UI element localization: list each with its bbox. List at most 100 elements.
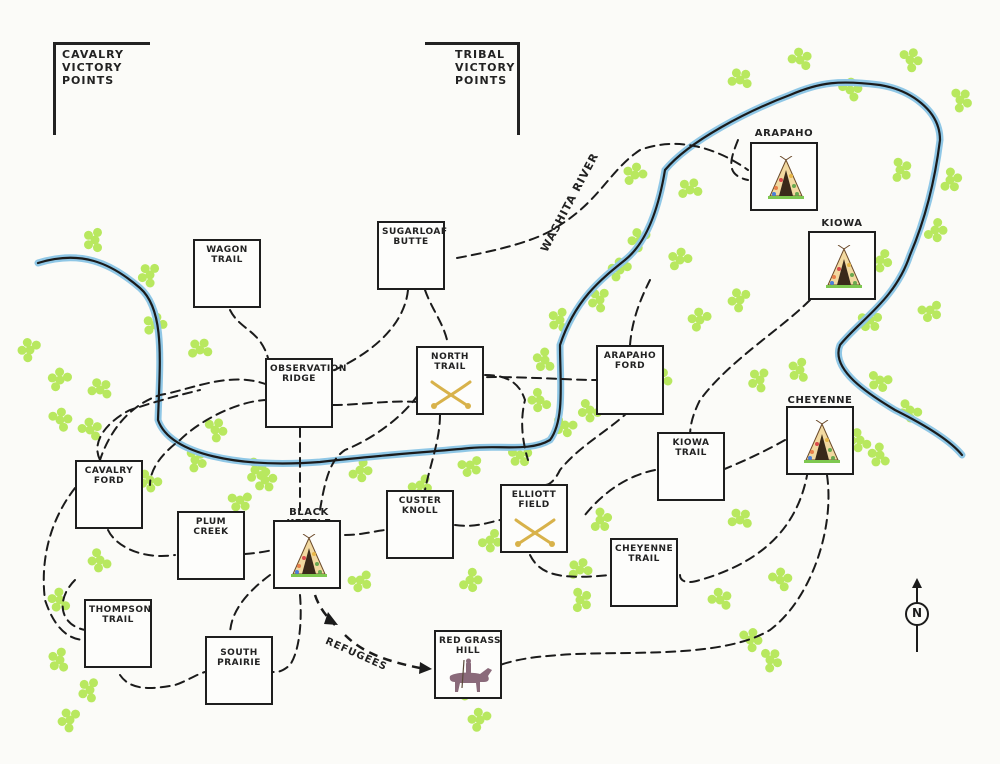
- location-sugarloaf-butte[interactable]: SUGARLOAF BUTTE: [377, 221, 447, 290]
- location-wagon-trail[interactable]: WAGON TRAIL: [193, 239, 261, 308]
- bush-dot: [742, 79, 752, 89]
- kiowa-title: KIOWA: [821, 218, 863, 229]
- bush-dot: [678, 189, 688, 198]
- tepee-icon: [768, 156, 804, 199]
- bush-dot: [880, 456, 890, 466]
- bush-dot: [204, 419, 214, 429]
- bush-dot: [55, 375, 65, 385]
- bush-dot: [57, 717, 67, 726]
- bush-dot: [195, 345, 205, 355]
- bush-dot: [61, 708, 71, 718]
- bush-dot: [735, 515, 745, 525]
- bush-dot: [575, 595, 585, 605]
- bush-dot: [732, 288, 741, 298]
- location-black-kettle[interactable]: [273, 520, 341, 589]
- bush-dot: [190, 339, 200, 349]
- location-cheyenne-trail[interactable]: CHEYENNE TRAIL: [610, 538, 678, 607]
- bush-dot: [542, 400, 552, 410]
- bush-dot: [795, 365, 805, 375]
- bush-dot: [727, 296, 737, 306]
- location-label: CHEYENNE TRAIL: [615, 544, 674, 564]
- bush-dot: [140, 264, 150, 274]
- bush-dot: [264, 482, 274, 492]
- bush-dot: [55, 367, 65, 377]
- bush-dot: [878, 383, 888, 392]
- location-arapaho[interactable]: [750, 142, 818, 211]
- bush-dot: [949, 182, 959, 192]
- location-plum-creek[interactable]: PLUM CREEK: [177, 511, 245, 580]
- location-south-prairie[interactable]: SOUTH PRAIRIE: [205, 636, 273, 705]
- bush-dot: [783, 573, 793, 583]
- bush-dot: [765, 655, 775, 665]
- bush-dot: [87, 556, 97, 566]
- tribal-vp-bracket: [425, 42, 520, 135]
- location-observation-ridge[interactable]: OBSERVATION RIDGE: [265, 358, 346, 428]
- location-thompson-trail[interactable]: THOMPSON TRAIL: [84, 599, 152, 668]
- bush-dot: [92, 422, 102, 432]
- bush-dot: [874, 442, 884, 452]
- bush-dot: [462, 468, 472, 477]
- bush-dot: [59, 422, 68, 432]
- bush-dot: [146, 483, 156, 493]
- bush-dot: [801, 61, 811, 71]
- location-label: RED GRASS HILL: [439, 636, 502, 656]
- bush-dot: [715, 595, 725, 605]
- location-elliott-field[interactable]: ELLIOTT FIELD: [500, 484, 568, 553]
- bush-dot: [71, 709, 80, 719]
- bush-dot: [867, 448, 877, 458]
- bush-dot: [63, 372, 72, 382]
- bush-dot: [362, 579, 372, 589]
- bush-dot: [355, 575, 365, 585]
- bush-dot: [750, 369, 759, 379]
- bush-dot: [51, 602, 61, 612]
- bush-dot: [137, 273, 147, 283]
- bush-dot: [875, 375, 885, 385]
- compass-arrow-icon: [905, 578, 929, 652]
- bush-dot: [348, 469, 358, 479]
- location-cheyenne[interactable]: [786, 406, 854, 475]
- bush-dot: [47, 373, 57, 383]
- bush-dot: [48, 651, 58, 661]
- bush-dot: [475, 715, 485, 725]
- bush-dot: [94, 563, 103, 573]
- bush-dot: [549, 320, 559, 330]
- bush-dot: [79, 679, 89, 689]
- bush-dot: [568, 420, 578, 430]
- location-kiowa-trail[interactable]: KIOWA TRAIL: [657, 432, 725, 501]
- bush-dot: [25, 345, 35, 355]
- location-kiowa[interactable]: [808, 231, 876, 300]
- bush-dot: [798, 372, 808, 382]
- bush-dot: [485, 535, 495, 545]
- bush-dot: [102, 389, 112, 399]
- bush-dot: [102, 559, 112, 569]
- location-cavalry-ford[interactable]: CAVALRY FORD: [75, 460, 143, 529]
- bush-dot: [199, 338, 209, 348]
- bush-dot: [600, 522, 610, 531]
- bush-dot: [573, 587, 583, 597]
- bush-dot: [632, 228, 642, 238]
- location-arapaho-ford[interactable]: ARAPAHO FORD: [596, 345, 664, 415]
- bush-dot: [188, 348, 198, 358]
- bush-dot: [261, 467, 271, 477]
- crossed-sabers-icon: [514, 518, 556, 547]
- bush-dot: [870, 321, 880, 331]
- bush-dot: [624, 176, 634, 185]
- bush-dot: [532, 387, 542, 397]
- bush-dot: [89, 678, 98, 688]
- bush-dot: [945, 167, 955, 177]
- bush-dot: [536, 362, 545, 372]
- location-north-trail[interactable]: NORTH TRAIL: [416, 346, 484, 415]
- crossed-sabers-icon: [430, 380, 472, 409]
- location-red-grass-hill[interactable]: RED GRASS HILL: [434, 630, 502, 699]
- bush-dot: [902, 161, 912, 171]
- bush-dot: [871, 457, 881, 467]
- bush-dot: [255, 481, 265, 491]
- bush-dot: [761, 648, 770, 658]
- bush-dot: [740, 509, 750, 519]
- bush-dot: [788, 361, 798, 371]
- bush-dot: [683, 254, 693, 264]
- bush-dot: [48, 411, 58, 421]
- location-custer-knoll[interactable]: CUSTER KNOLL: [386, 490, 454, 559]
- bush-dot: [55, 655, 65, 665]
- location-label: CAVALRY FORD: [84, 466, 134, 486]
